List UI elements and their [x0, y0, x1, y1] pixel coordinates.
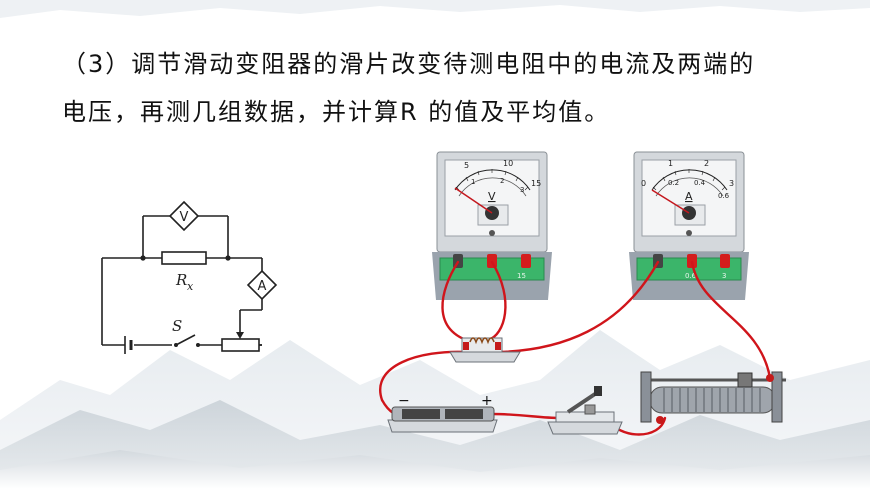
voltmeter-symbol: V [180, 210, 189, 225]
ammeter-inner-04: 0.4 [694, 179, 706, 187]
knife-switch-device [547, 386, 623, 435]
ammeter-scale-2: 2 [704, 159, 709, 168]
ammeter-inner-02: 0.2 [668, 179, 679, 187]
rheostat-device [640, 371, 786, 424]
battery-device: − + [387, 393, 498, 433]
battery-plus: + [481, 393, 493, 409]
ammeter-scale-0: 0 [641, 179, 646, 188]
resistor-label: R [175, 271, 187, 289]
voltmeter-scale-5: 5 [464, 161, 469, 170]
voltmeter-inner-1: 1 [471, 178, 475, 186]
ammeter-symbol: A [258, 279, 267, 294]
voltmeter-scale-10: 10 [503, 159, 513, 168]
voltmeter-unit: V [488, 190, 496, 203]
ammeter-inner-06: 0.6 [718, 192, 730, 200]
voltmeter-terminal-label: 15 [517, 272, 526, 280]
voltmeter-device: 5 10 15 1 2 3 V 15 [432, 151, 552, 300]
schematic-voltmeter: V [168, 200, 200, 232]
ammeter-scale-1: 1 [668, 159, 673, 168]
test-resistor-device [449, 337, 521, 363]
schematic-nodes [140, 255, 244, 347]
voltmeter-scale-15: 15 [531, 179, 541, 188]
instruction-line-1: （3）调节滑动变阻器的滑片改变待测电阻中的电流及两端的 [62, 50, 756, 78]
switch-label: S [172, 317, 182, 335]
ammeter-terminal-3: 3 [722, 272, 726, 280]
battery-minus: − [398, 393, 410, 409]
ammeter-device: 0 1 2 3 0.2 0.4 0.6 A 0.6 3 [629, 151, 749, 300]
voltmeter-inner-3: 3 [520, 186, 524, 194]
voltmeter-inner-2: 2 [500, 177, 504, 185]
schematic-ammeter: A [246, 269, 278, 301]
circuit-schematic [101, 215, 263, 354]
instruction-line-2: 电压，再测几组数据，并计算R 的值及平均值。 [62, 98, 611, 126]
ammeter-unit: A [685, 190, 693, 203]
resistor-label-subscript: x [187, 280, 194, 293]
ammeter-terminal-06: 0.6 [685, 272, 697, 280]
ammeter-scale-3: 3 [729, 179, 734, 188]
